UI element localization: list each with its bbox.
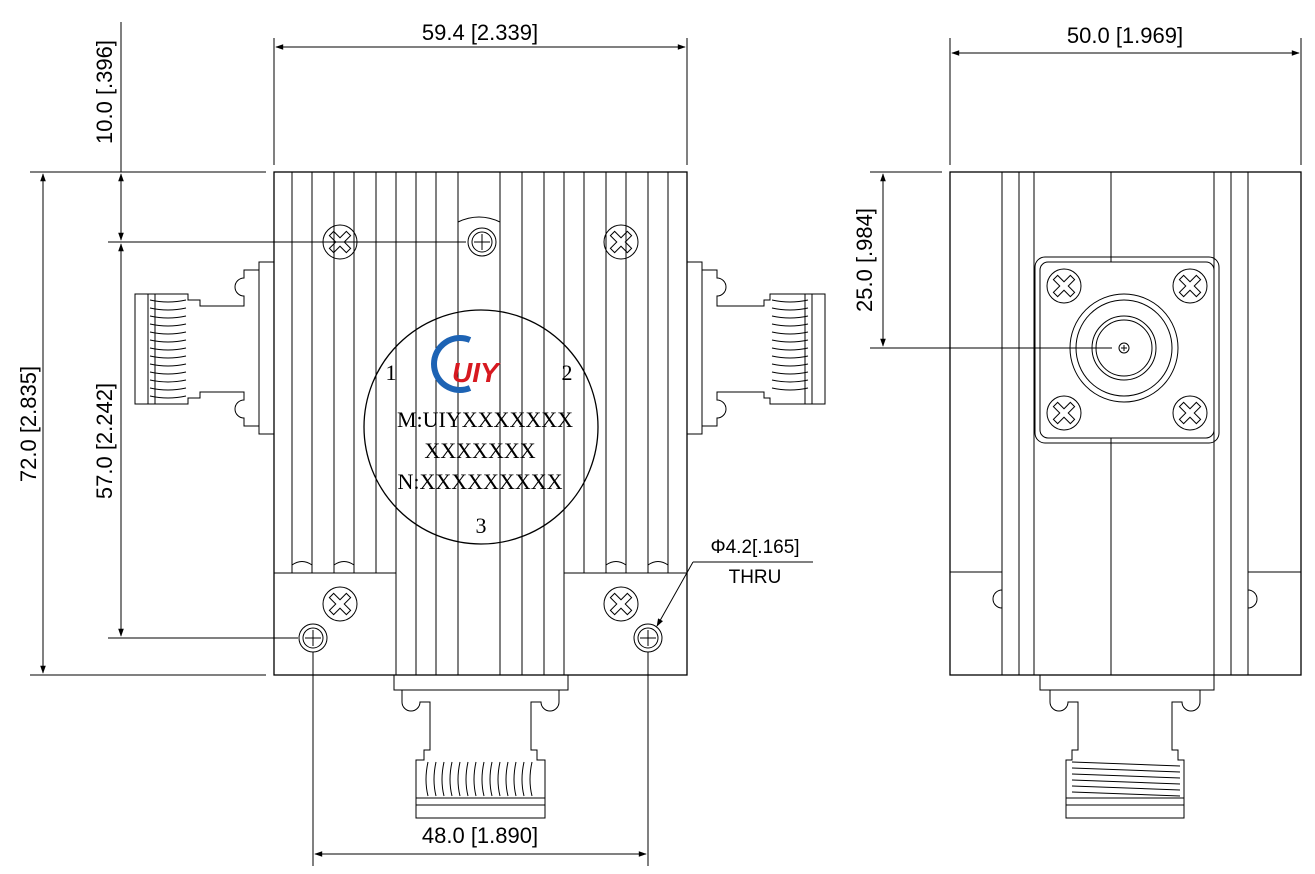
flange-screw-tl-icon xyxy=(1046,268,1082,304)
dim-hole-horizontal-text: 48.0 [1.890] xyxy=(422,823,538,848)
screw-bottom-right-icon xyxy=(603,586,639,622)
hole-callout: Φ4.2[.165] THRU xyxy=(656,537,813,627)
flange-screw-tr-icon xyxy=(1172,268,1208,304)
port-2-label: 2 xyxy=(562,360,573,385)
dim-side-width: 50.0 [1.969] xyxy=(949,23,1302,165)
dim-side-width-text: 50.0 [1.969] xyxy=(1067,23,1183,48)
hole-diameter-text: Φ4.2[.165] xyxy=(710,537,799,558)
flange-screw-bl-icon xyxy=(1046,395,1082,431)
connector-port-2 xyxy=(686,261,826,435)
mount-hole-top-icon xyxy=(467,227,497,257)
dim-hole-horizontal: 48.0 [1.890] xyxy=(312,652,649,866)
model-label: M:UIYXXXXXXX xyxy=(397,407,573,432)
side-bottom-connector xyxy=(1039,674,1215,819)
svg-text:UIY: UIY xyxy=(452,357,501,388)
mount-hole-bottom-left-icon xyxy=(298,623,328,653)
connector-port-3 xyxy=(393,674,569,819)
front-view: UIY 1 2 M:UIYXXXXXXX XXXXXXX N:XXXXXXXXX… xyxy=(16,20,826,866)
screw-bottom-left-icon xyxy=(322,586,358,622)
side-fin-lines xyxy=(950,172,1301,675)
dim-total-height-text: 72.0 [2.835] xyxy=(16,366,41,482)
dim-hole-vertical-text: 57.0 [2.242] xyxy=(92,383,117,499)
dim-connector-height: 25.0 [.984] xyxy=(852,171,1112,349)
heatsink-fins xyxy=(274,172,687,675)
dim-hole-vertical: 57.0 [2.242] xyxy=(92,243,298,639)
port-1-label: 1 xyxy=(386,360,397,385)
model-cont-label: XXXXXXX xyxy=(424,438,535,463)
side-view: 50.0 [1.969] 25.0 [.984] xyxy=(852,23,1302,819)
dim-top-offset: 10.0 [.396] xyxy=(30,22,466,243)
hole-type-text: THRU xyxy=(729,567,782,588)
label-circle xyxy=(363,309,599,545)
dim-top-width-text: 59.4 [2.339] xyxy=(422,20,538,45)
flange-screw-br-icon xyxy=(1172,395,1208,431)
side-flange xyxy=(1039,261,1215,439)
dim-total-height: 72.0 [2.835] xyxy=(16,173,266,676)
dim-top-width: 59.4 [2.339] xyxy=(273,20,688,165)
serial-label: N:XXXXXXXXX xyxy=(398,469,563,494)
dim-top-offset-text: 10.0 [.396] xyxy=(92,40,117,144)
screw-top-right-icon xyxy=(603,224,639,260)
connector-port-1 xyxy=(134,261,275,435)
port-3-label: 3 xyxy=(476,513,487,538)
uiy-logo-icon: UIY xyxy=(431,335,501,393)
dim-connector-height-text: 25.0 [.984] xyxy=(852,208,877,312)
mount-hole-bottom-right-icon xyxy=(633,623,663,653)
